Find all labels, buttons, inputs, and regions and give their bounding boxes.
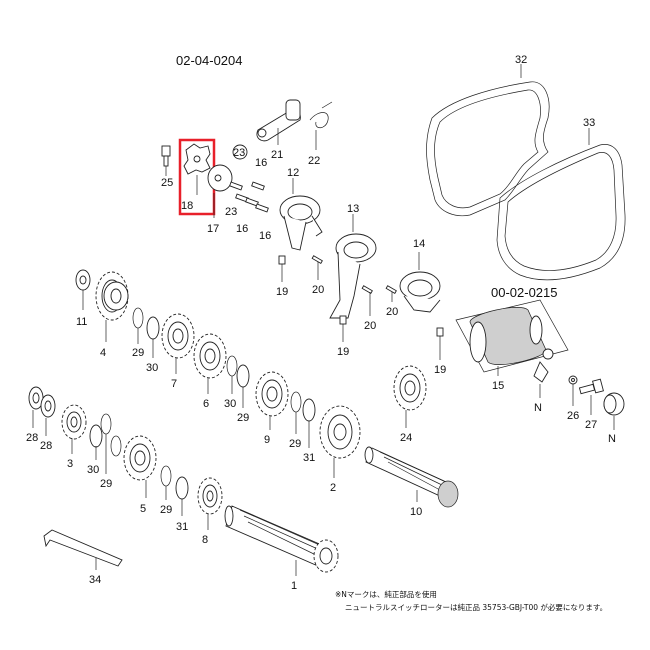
label-29c: 29: [289, 438, 301, 450]
label-16a: 16: [255, 157, 267, 169]
label-18: 18: [181, 200, 193, 212]
washers-28: [28, 386, 56, 418]
pins-19-20: [278, 255, 444, 337]
label-16b: 16: [236, 223, 248, 235]
cam-plate-17: [207, 144, 248, 192]
pins-16-23: [229, 181, 269, 213]
gear-3: [61, 404, 87, 440]
mainshaft-1: [224, 505, 339, 573]
label-33: 33: [583, 117, 595, 129]
label-25: 25: [161, 177, 173, 189]
label-N2: N: [608, 433, 616, 445]
star-plate-18: [183, 143, 211, 175]
label-29e: 29: [160, 504, 172, 516]
label-30b: 30: [224, 398, 236, 410]
washer-11: [75, 269, 91, 291]
label-26: 26: [567, 410, 579, 422]
shift-drum-15: [455, 299, 569, 383]
shift-arm-21: [256, 99, 301, 142]
label-6: 6: [203, 398, 209, 410]
gear-24: [393, 365, 427, 411]
label-13: 13: [347, 203, 359, 215]
label-16c: 16: [259, 230, 271, 242]
label-31a: 31: [303, 452, 315, 464]
label-31b: 31: [176, 521, 188, 533]
label-9: 9: [264, 434, 270, 446]
label-29b: 29: [237, 412, 249, 424]
label-5: 5: [140, 503, 146, 515]
label-10: 10: [410, 506, 422, 518]
spring-22: [309, 101, 333, 129]
label-17: 17: [207, 223, 219, 235]
label-12: 12: [287, 167, 299, 179]
note-line-1: ※Nマークは、純正部品を使用: [335, 589, 437, 599]
label-23b: 23: [225, 206, 237, 218]
label-20b: 20: [364, 320, 376, 332]
label-29d: 29: [100, 478, 112, 490]
label-20a: 20: [312, 284, 324, 296]
gear-9: [255, 371, 289, 417]
gear-2: [319, 405, 361, 459]
label-32: 32: [515, 54, 527, 66]
gear-7: [161, 313, 195, 359]
bolt-27: [578, 378, 604, 395]
label-34: 34: [89, 574, 101, 586]
bolt-25: [161, 145, 171, 167]
label-14: 14: [413, 238, 425, 250]
label-24: 24: [400, 432, 412, 444]
gasket-32: [426, 81, 550, 217]
countershaft-10: [364, 446, 459, 508]
clips-washers: [89, 307, 316, 500]
label-20c: 20: [386, 306, 398, 318]
note-line-2: ニュートラルスイッチローターは純正品 35753-GBJ-T00 が必要になりま…: [345, 602, 607, 612]
label-1: 1: [291, 580, 297, 592]
washer-26: [568, 375, 578, 385]
label-27: 27: [585, 419, 597, 431]
diagram-code: 02-04-0204: [176, 53, 243, 68]
shift-fork-12: [279, 195, 323, 251]
label-19a: 19: [276, 286, 288, 298]
label-11: 11: [76, 316, 87, 328]
label-15: 15: [492, 380, 504, 392]
shift-fork-13: [329, 233, 377, 319]
label-3: 3: [67, 458, 73, 470]
label-30c: 30: [87, 464, 99, 476]
gear-4: [95, 271, 129, 321]
cap-N: [603, 392, 625, 416]
label-2: 2: [330, 482, 336, 494]
label-21: 21: [271, 149, 283, 161]
label-7: 7: [171, 378, 177, 390]
label-29a: 29: [132, 347, 144, 359]
gasket-33: [496, 144, 626, 281]
label-8: 8: [202, 534, 208, 546]
label-4: 4: [100, 347, 106, 359]
label-30a: 30: [146, 362, 158, 374]
sub-assembly-code: 00-02-0215: [491, 285, 558, 300]
label-28a: 28: [26, 432, 38, 444]
label-19c: 19: [434, 364, 446, 376]
hex-wrench-34: [43, 529, 123, 567]
gear-5: [123, 435, 157, 481]
gear-6: [193, 333, 227, 379]
label-23a: 23: [233, 147, 245, 159]
gear-8: [197, 477, 223, 515]
label-N1: N: [534, 402, 542, 414]
label-22: 22: [308, 155, 320, 167]
label-28b: 28: [40, 440, 52, 452]
label-19b: 19: [337, 346, 349, 358]
shift-fork-14: [399, 271, 441, 313]
